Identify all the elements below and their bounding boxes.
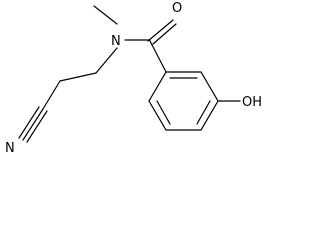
carbonyl-oxygen-label: O xyxy=(172,1,182,16)
ring-inner-double-3 xyxy=(156,100,171,125)
nitrile-triple-bond-c xyxy=(26,110,48,143)
hydroxyl-label: OH xyxy=(242,95,262,110)
ethyl-chain-bond xyxy=(59,72,97,82)
n-methyl-bond xyxy=(93,5,118,25)
nitrile-nitrogen-label: N xyxy=(5,141,15,155)
nitrile-triple-bond-a xyxy=(22,108,44,141)
carbonyl-double-bond-b xyxy=(152,23,177,45)
carbonyl-ring-bond xyxy=(149,40,167,73)
amide-nitrogen-label: N xyxy=(111,34,121,49)
chemical-structure-diagram: O N OH N xyxy=(5,1,262,155)
n-ethyl-bond xyxy=(95,47,118,74)
ring-inner-double-2 xyxy=(196,100,211,125)
chain-nitrile-carbon-bond xyxy=(42,80,61,110)
carbonyl-double-bond-a xyxy=(147,19,174,42)
nitrile-triple-bond-b xyxy=(18,106,40,139)
benzene-ring xyxy=(148,71,219,131)
